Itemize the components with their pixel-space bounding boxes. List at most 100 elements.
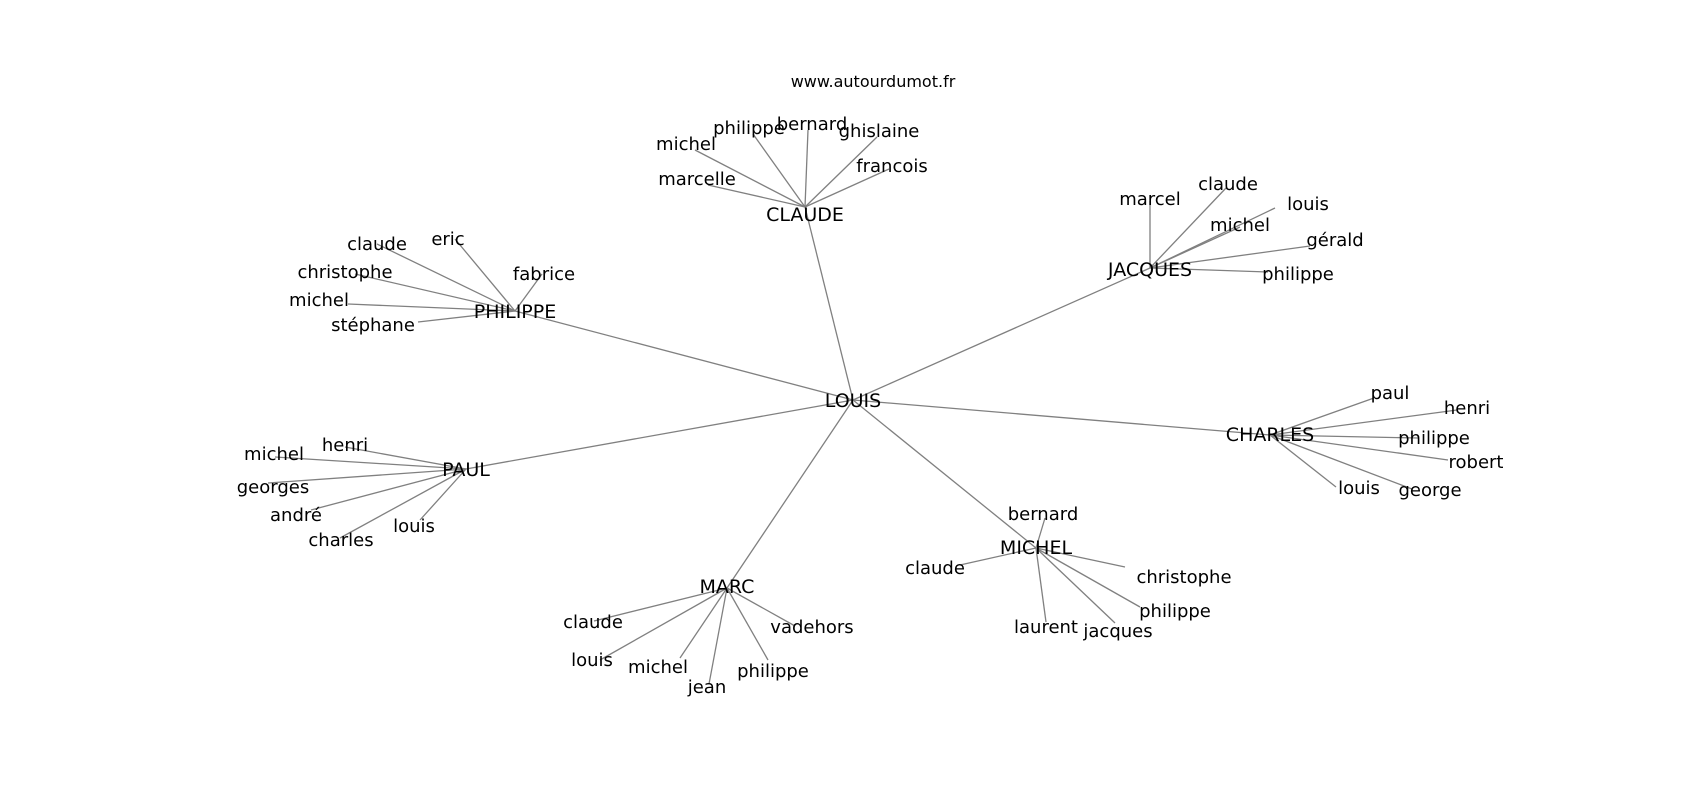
node-leaf-charles-louis: louis	[1338, 478, 1380, 499]
label-layer: LOUISCLAUDEmichelphilippebernardghislain…	[237, 114, 1504, 698]
edge-claude-bernard	[804, 129, 809, 208]
node-leaf-jacques-marcel: marcel	[1119, 189, 1181, 210]
edge-philippe-claude	[376, 243, 516, 312]
edge-paul-georges	[267, 468, 467, 484]
edge-philippe-stephane	[417, 310, 516, 323]
edge-claude-michel	[694, 149, 806, 208]
node-leaf-paul-andre: andré	[270, 505, 322, 526]
edge-paul-charles	[339, 468, 467, 539]
node-leaf-jacques-louis: louis	[1287, 194, 1329, 215]
node-hub-michel: MICHEL	[1000, 537, 1073, 559]
edge-michel-bernard	[1035, 517, 1046, 549]
edge-charles-george	[1269, 434, 1413, 490]
node-leaf-michel-jacques: jacques	[1082, 621, 1152, 642]
node-hub-marc: MARC	[700, 576, 755, 598]
node-hub-philippe: PHILIPPE	[474, 301, 556, 323]
edge-marc-philippe	[726, 587, 769, 661]
node-leaf-paul-michel: michel	[244, 444, 304, 465]
edge-paul-louis	[419, 468, 467, 521]
edge-philippe-eric	[454, 238, 516, 312]
edge-paul-henri	[344, 446, 467, 470]
edge-paul-andre	[310, 468, 467, 511]
edge-claude-philippe	[752, 133, 806, 208]
edge-louis-paul	[465, 399, 854, 470]
node-leaf-jacques-gerald: gérald	[1306, 230, 1363, 251]
node-leaf-michel-philippe: philippe	[1139, 601, 1211, 622]
edge-philippe-michel	[347, 303, 516, 312]
edge-jacques-gerald	[1149, 245, 1311, 269]
node-leaf-charles-george: george	[1398, 480, 1461, 501]
node-leaf-marc-jean: jean	[687, 677, 727, 698]
node-leaf-jacques-claude: claude	[1198, 174, 1258, 195]
node-hub-paul: PAUL	[442, 459, 490, 481]
edge-charles-henri	[1269, 409, 1458, 436]
node-leaf-charles-paul: paul	[1371, 383, 1410, 404]
edge-jacques-michel	[1149, 226, 1241, 269]
node-leaf-philippe-claude: claude	[347, 234, 407, 255]
node-leaf-charles-henri: henri	[1444, 398, 1490, 419]
node-leaf-michel-laurent: laurent	[1014, 617, 1078, 638]
node-leaf-paul-louis: louis	[393, 516, 435, 537]
edge-jacques-philippe	[1149, 267, 1269, 273]
node-leaf-philippe-eric: eric	[431, 229, 464, 250]
edge-claude-ghislaine	[804, 136, 878, 208]
node-leaf-michel-claude: claude	[905, 558, 965, 579]
node-leaf-philippe-fabrice: fabrice	[513, 264, 575, 285]
edge-marc-louis	[599, 587, 728, 661]
edge-michel-christophe	[1035, 547, 1126, 568]
edge-charles-louis	[1269, 434, 1337, 488]
edge-michel-philippe	[1035, 547, 1141, 608]
edge-marc-vadehors	[726, 587, 796, 627]
node-leaf-claude-philippe: philippe	[713, 118, 785, 139]
node-leaf-claude-ghislaine: ghislaine	[839, 121, 920, 142]
node-leaf-philippe-michel: michel	[289, 290, 349, 311]
edge-charles-robert	[1269, 434, 1449, 461]
edge-charles-philippe	[1269, 434, 1419, 439]
edge-louis-philippe	[514, 310, 854, 401]
node-leaf-jacques-philippe: philippe	[1262, 264, 1334, 285]
node-leaf-charles-philippe: philippe	[1398, 428, 1470, 449]
node-leaf-philippe-christophe: christophe	[297, 262, 392, 283]
node-leaf-marc-claude: claude	[563, 612, 623, 633]
node-hub-jacques: JACQUES	[1107, 259, 1192, 281]
edge-louis-marc	[726, 399, 854, 589]
node-leaf-jacques-michel: michel	[1210, 215, 1270, 236]
edge-louis-charles	[852, 399, 1271, 436]
edge-louis-claude	[804, 206, 854, 401]
node-center-louis: LOUIS	[825, 390, 881, 412]
node-leaf-marc-michel: michel	[628, 657, 688, 678]
edge-jacques-claude	[1149, 187, 1227, 269]
node-leaf-claude-marcelle: marcelle	[658, 169, 736, 190]
node-leaf-claude-francois: francois	[856, 156, 927, 177]
node-hub-claude: CLAUDE	[766, 204, 844, 226]
node-leaf-paul-charles: charles	[308, 530, 373, 551]
edge-michel-laurent	[1035, 547, 1047, 623]
source-url: www.autourdumot.fr	[790, 72, 956, 91]
edge-marc-jean	[708, 587, 728, 685]
edge-charles-paul	[1269, 397, 1375, 436]
node-leaf-claude-bernard: bernard	[777, 114, 848, 135]
node-leaf-philippe-stephane: stéphane	[331, 315, 415, 336]
edge-michel-jacques	[1035, 547, 1116, 624]
edge-louis-michel	[852, 399, 1037, 549]
edge-layer	[267, 129, 1458, 685]
node-leaf-paul-henri: henri	[322, 435, 368, 456]
edge-claude-marcelle	[707, 184, 806, 208]
edge-marc-claude	[593, 587, 728, 622]
node-leaf-michel-christophe: christophe	[1136, 567, 1231, 588]
node-leaf-paul-georges: georges	[237, 477, 309, 498]
node-leaf-marc-louis: louis	[571, 650, 613, 671]
edge-michel-claude	[959, 547, 1037, 566]
edge-philippe-fabrice	[514, 273, 543, 312]
node-leaf-claude-michel: michel	[656, 134, 716, 155]
node-leaf-charles-robert: robert	[1449, 452, 1504, 473]
edge-marc-michel	[679, 587, 728, 659]
edge-louis-jacques	[852, 267, 1151, 401]
node-leaf-marc-vadehors: vadehors	[770, 617, 853, 638]
edge-paul-michel	[274, 456, 467, 470]
edge-philippe-christophe	[354, 273, 516, 312]
edge-claude-francois	[804, 168, 890, 208]
node-hub-charles: CHARLES	[1226, 424, 1314, 446]
